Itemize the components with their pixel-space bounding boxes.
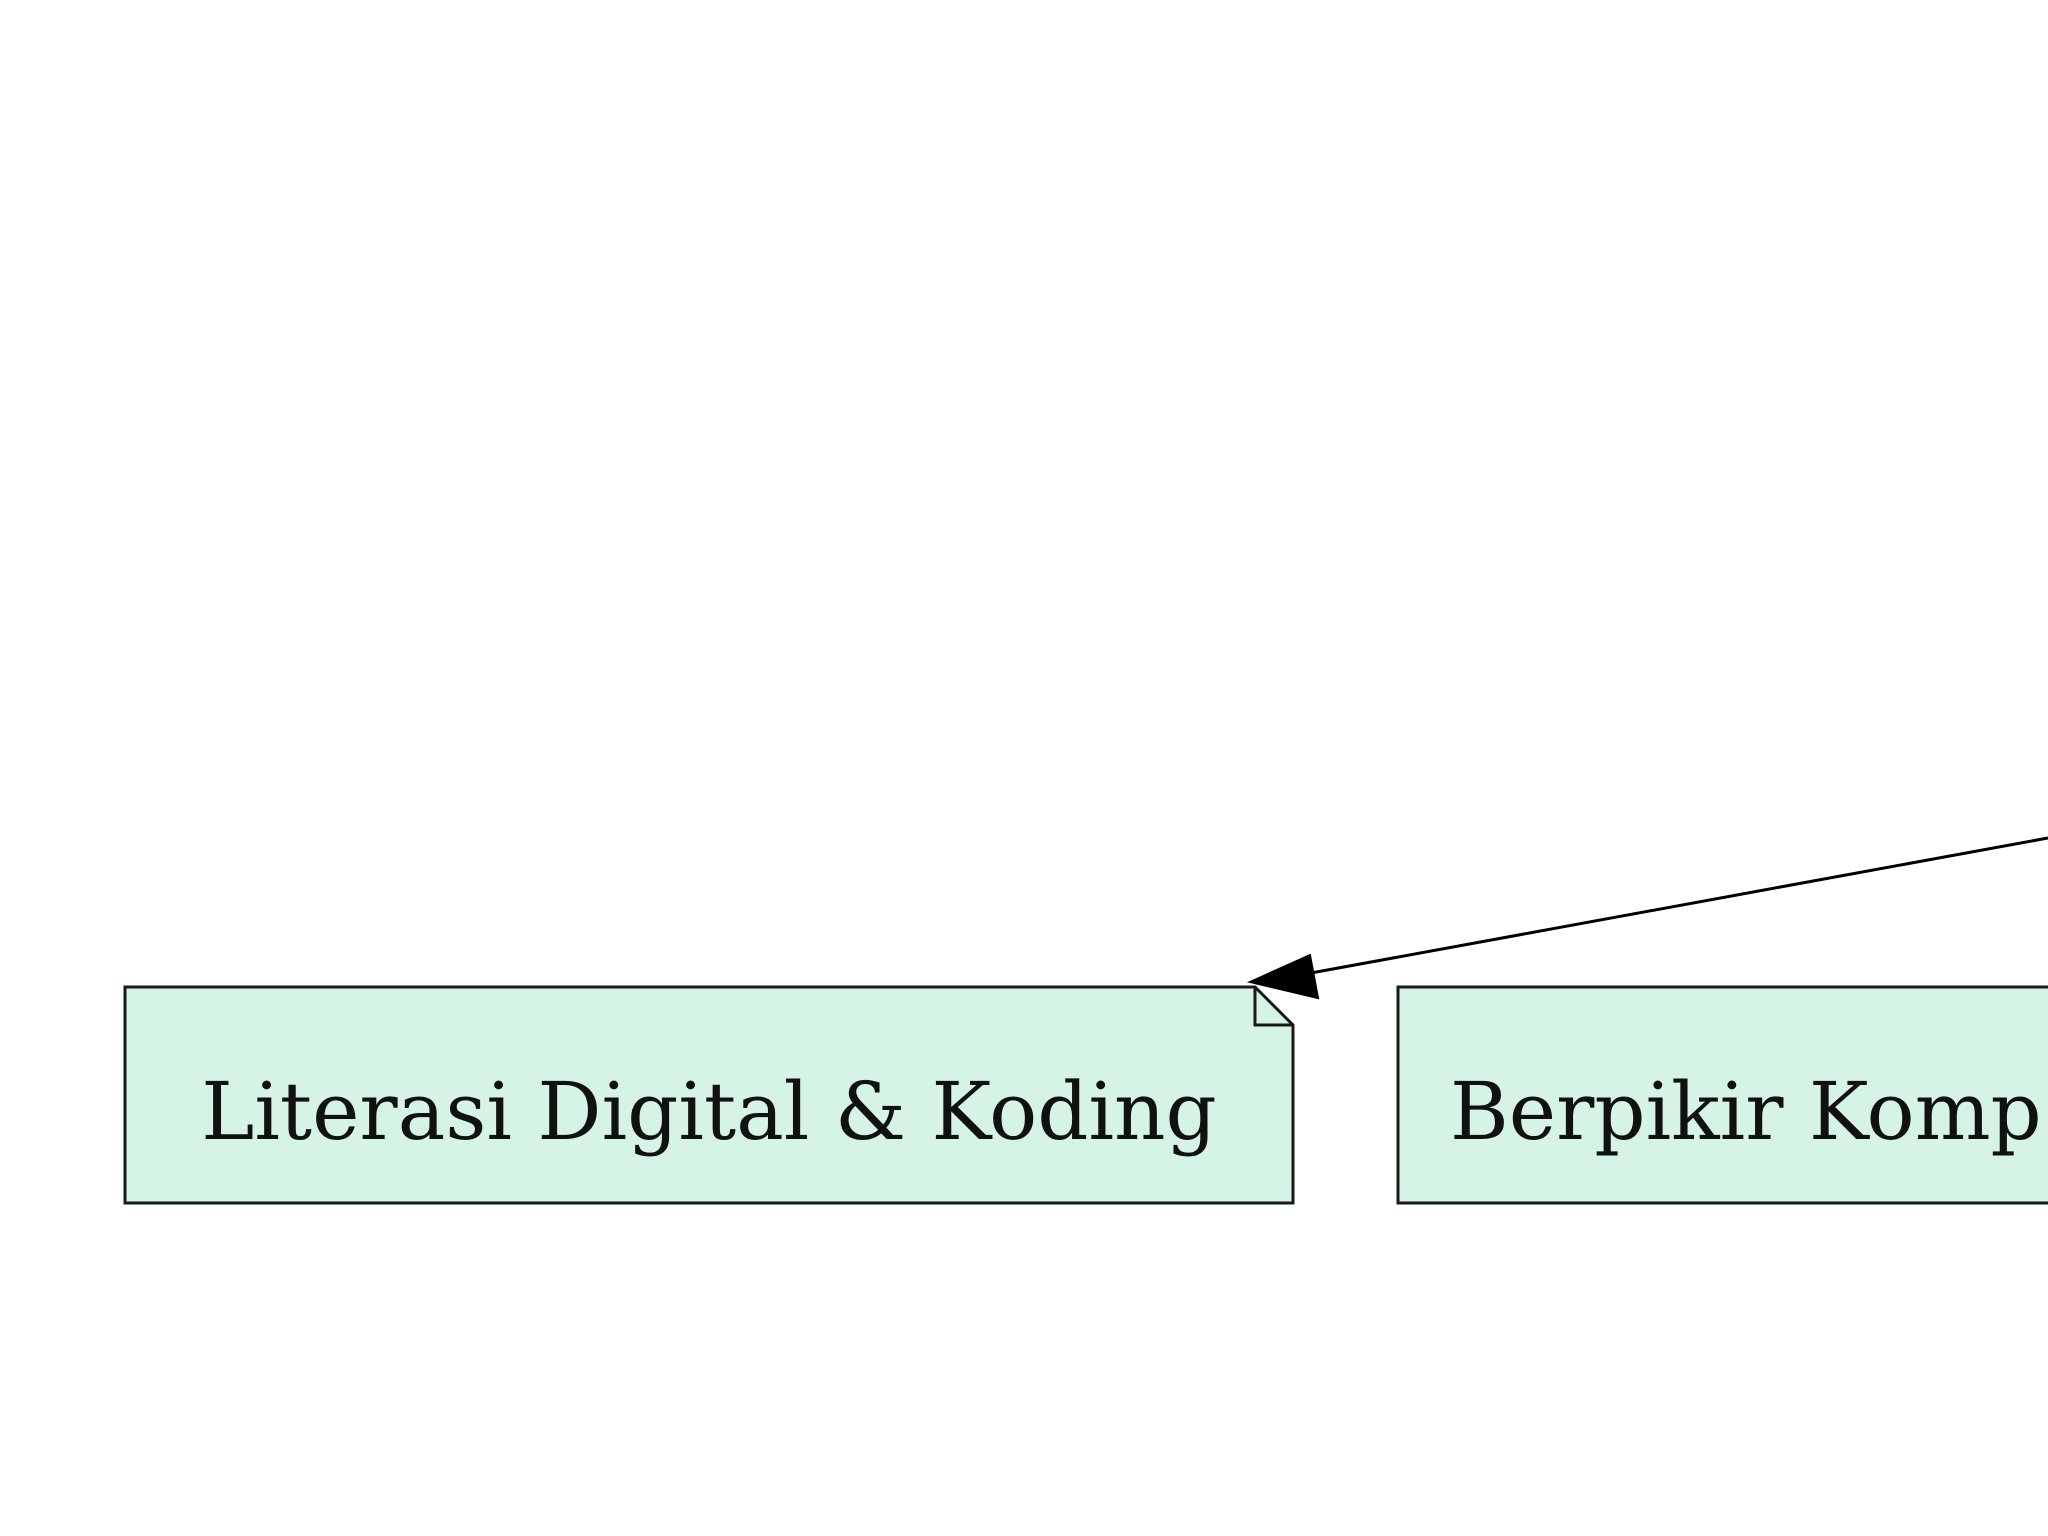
edge-to-literasi-node [1246,836,2048,1000]
box-shape [1396,985,2048,1205]
node-label: Berpikir Komp [1450,1065,2042,1158]
node-literasi-digital-koding[interactable]: Literasi Digital & Koding [123,985,1295,1205]
node-label: Literasi Digital & Koding [201,1065,1217,1158]
note-shape [123,985,1295,1205]
edge-line [1299,836,2048,977]
arrowhead-icon [1246,953,1320,1000]
node-berpikir-komputasional[interactable]: Berpikir Komp [1396,985,2048,1205]
note-fold-corner [1253,987,1293,1027]
